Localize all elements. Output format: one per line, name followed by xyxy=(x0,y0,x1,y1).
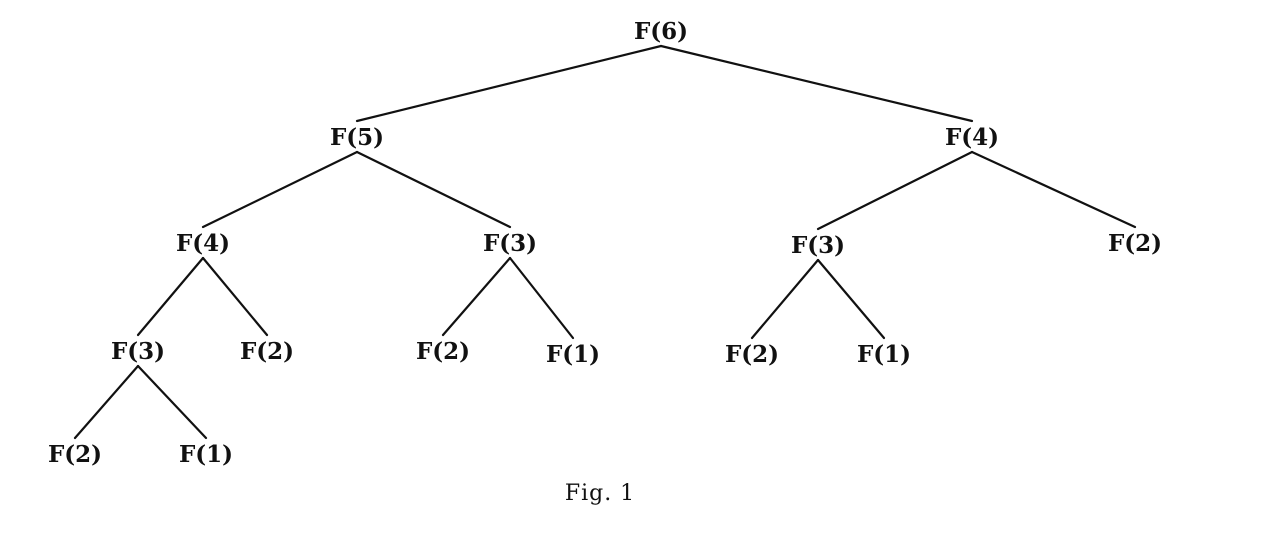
tree-edge xyxy=(816,258,886,340)
tree-node-label: F(1) xyxy=(546,341,600,368)
tree-node-label: F(4) xyxy=(176,230,230,257)
tree-edge xyxy=(441,256,512,337)
tree-edge xyxy=(750,258,820,340)
tree-node-label: F(2) xyxy=(416,338,470,365)
tree-edge xyxy=(73,364,140,440)
tree-node-label: F(2) xyxy=(240,338,294,365)
tree-edge xyxy=(201,256,269,337)
tree-nodes: F(6) F(5) F(4) F(4) F(3) F(3) F(2) F(3) F(2) F(2)… xyxy=(48,18,1162,468)
tree-edge xyxy=(508,256,575,340)
tree-edge xyxy=(136,256,205,337)
tree-edge xyxy=(970,150,1137,229)
tree-edge xyxy=(816,150,974,231)
tree-node-label: F(2) xyxy=(48,441,102,468)
tree-node-label: F(3) xyxy=(791,232,845,259)
tree-node-label: F(3) xyxy=(111,338,165,365)
tree-node-label: F(3) xyxy=(483,230,537,257)
tree-edge xyxy=(201,150,359,229)
tree-edges xyxy=(73,44,1137,440)
tree-edge xyxy=(355,44,663,123)
figure-caption: Fig. 1 xyxy=(565,481,635,506)
tree-node-label: F(2) xyxy=(725,341,779,368)
tree-edge xyxy=(136,364,208,440)
tree-edge xyxy=(659,44,974,123)
tree-node-label: F(6) xyxy=(634,18,688,45)
tree-node-label: F(2) xyxy=(1108,230,1162,257)
tree-node-label: F(1) xyxy=(857,341,911,368)
tree-node-label: F(1) xyxy=(179,441,233,468)
tree-edge xyxy=(355,150,512,229)
tree-node-label: F(5) xyxy=(330,124,384,151)
tree-node-label: F(4) xyxy=(945,124,999,151)
